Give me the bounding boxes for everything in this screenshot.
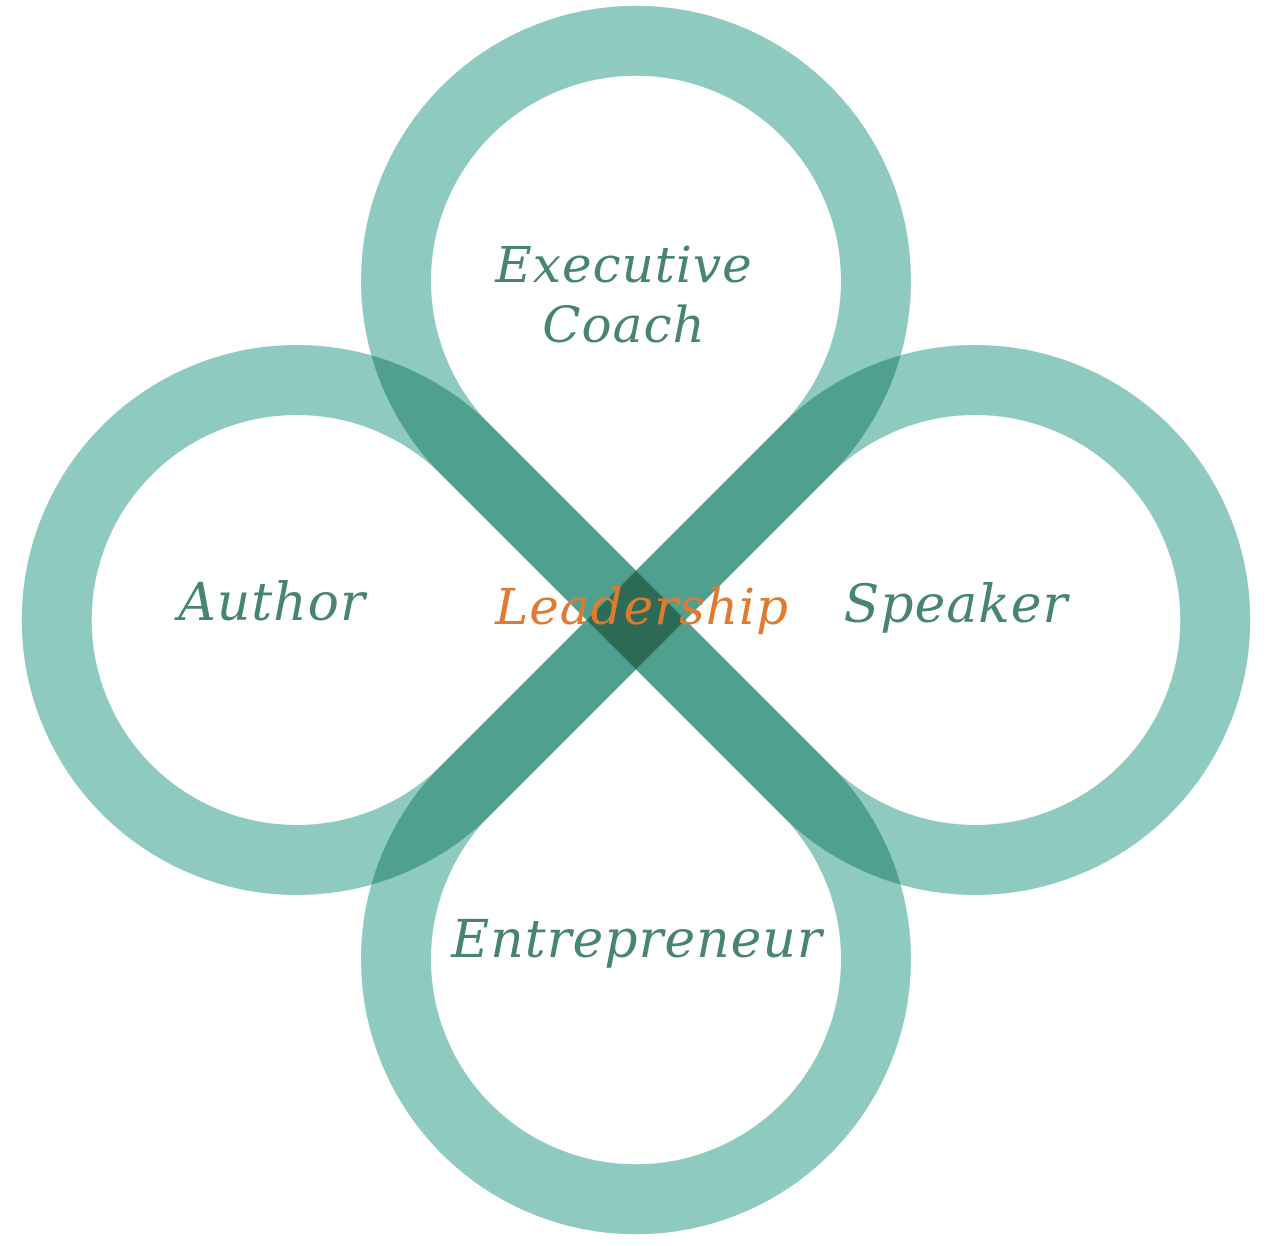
label-executive-coach: Executive Coach [495, 236, 753, 354]
label-author: Author [178, 572, 366, 633]
loop-right [601, 345, 1251, 895]
label-leadership-center: Leadership [495, 578, 789, 636]
loop-left [21, 345, 671, 895]
loop-top [361, 5, 911, 655]
label-entrepreneur: Entrepreneur [451, 909, 823, 970]
center-diamond [587, 571, 685, 669]
label-speaker: Speaker [843, 574, 1069, 635]
loop-bottom [361, 585, 911, 1235]
